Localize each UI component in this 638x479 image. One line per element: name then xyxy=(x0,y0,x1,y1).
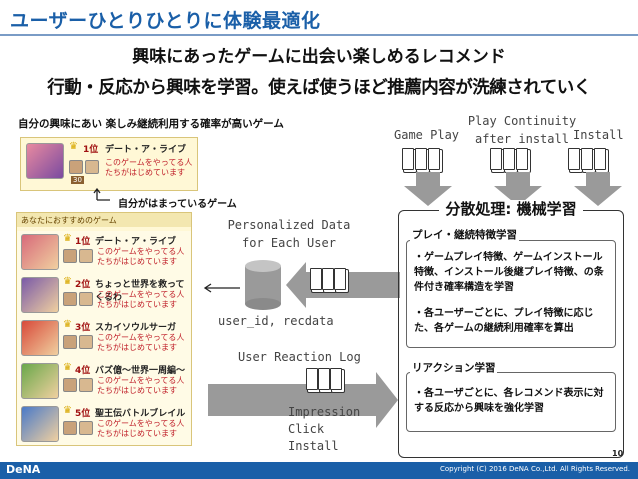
reco-list-item[interactable]: ♛5位聖王伝バトルブレイルこのゲームをやってる人たちがはじめています xyxy=(17,403,191,445)
reco-list-item[interactable]: ♛1位デート・ア・ライブこのゲームをやってる人たちがはじめています xyxy=(17,231,191,275)
headline-2: 行動・反応から興味を学習。使えば使うほど推薦内容が洗練されていく xyxy=(47,78,591,98)
reaction-learning-title: リアクション学習 xyxy=(410,360,498,375)
game-thumbnail xyxy=(21,363,59,399)
game-name: スカイソウルサーガ xyxy=(95,323,177,333)
doc-icon xyxy=(516,148,528,170)
friend-avatar xyxy=(79,378,93,392)
doc-icon xyxy=(318,368,330,390)
crown-icon: ♛ xyxy=(63,319,72,330)
friend-avatar xyxy=(85,160,99,174)
doc-icon xyxy=(503,148,515,170)
game-thumbnail xyxy=(21,277,59,313)
dena-logo: DeNA xyxy=(6,463,41,476)
count-badge: 30 xyxy=(71,176,84,184)
learning-title-text: 分散処理: 機械学習 xyxy=(439,200,583,218)
source-play-continuity: Play Continuity after install xyxy=(467,114,577,146)
game-thumbnail xyxy=(21,234,59,270)
rank-label: 4位 xyxy=(75,366,91,376)
game-name: 聖王伝バトルブレイル xyxy=(95,409,186,419)
reaction-learning-box xyxy=(406,372,616,432)
game-name: デート・ア・ライブ xyxy=(105,145,187,155)
friend-avatar xyxy=(79,249,93,263)
game-thumbnail xyxy=(26,143,64,179)
play-bullet-2: ・各ユーザーごとに、プレイ特徴に応じた、各ゲームの継続利用確率を算出 xyxy=(414,308,594,334)
game-name: デート・ア・ライブ xyxy=(95,237,177,247)
play-learning-box xyxy=(406,240,616,348)
footer-bar xyxy=(0,462,638,479)
doc-icon xyxy=(334,268,346,290)
doc-icon xyxy=(306,368,318,390)
caption-playing: 自分がはまっているゲーム xyxy=(118,199,237,210)
reco-note: このゲームをやってる人たちがはじめています xyxy=(97,419,185,438)
caption-interest: 自分の興味にあい 楽しみ継続利用する確率が高いゲーム xyxy=(18,118,284,130)
friend-avatar xyxy=(63,249,77,263)
title-rule xyxy=(0,34,638,36)
doc-icon xyxy=(310,268,322,290)
down-arrow-game-play xyxy=(404,172,452,206)
reco-list-item[interactable]: ♛3位スカイソウルサーガこのゲームをやってる人たちがはじめています xyxy=(17,317,191,361)
personalized-data-label: Personalized Data for Each User xyxy=(227,218,351,250)
game-thumbnail xyxy=(21,406,59,442)
friend-avatar xyxy=(63,335,77,349)
reaction-bullet: ・各ユーザごとに、各レコメンド表示に対する反応から興味を強化学習 xyxy=(414,388,604,414)
reco-note: このゲームをやってる人たちがはじめています xyxy=(97,290,185,309)
reaction-log-arrow xyxy=(208,372,398,428)
reco-list-item[interactable]: ♛2位ちょっと世界を救ってくるわこのゲームをやってる人たちがはじめています xyxy=(17,274,191,318)
rank-label: 2位 xyxy=(75,280,91,290)
doc-icon xyxy=(568,148,580,170)
game-name: バズ億〜世界一周編〜 xyxy=(95,366,186,376)
play-learning-title: プレイ・継続特徴学習 xyxy=(410,227,519,242)
doc-icon xyxy=(415,148,427,170)
crown-icon: ♛ xyxy=(63,362,72,373)
rank-label: 1位 xyxy=(75,237,91,247)
game-thumbnail xyxy=(21,320,59,356)
doc-icon xyxy=(402,148,414,170)
rank-label: 3位 xyxy=(75,323,91,333)
learning-title: 分散処理: 機械学習 xyxy=(398,198,624,219)
source-install: Install xyxy=(573,128,624,142)
doc-icon xyxy=(594,148,606,170)
rank-label: 1位 xyxy=(83,145,99,155)
friend-avatar xyxy=(69,160,83,174)
crown-icon: ♛ xyxy=(63,233,72,244)
panel-header: あなたにおすすめのゲーム xyxy=(17,213,191,227)
reaction-log-label: User Reaction Log xyxy=(238,350,361,364)
friend-avatar xyxy=(63,292,77,306)
reco-note: このゲームをやってる人たちがはじめています xyxy=(97,376,185,395)
rank-label: 5位 xyxy=(75,409,91,419)
db-to-panel-arrow xyxy=(203,283,240,293)
doc-icon xyxy=(330,368,342,390)
doc-icon xyxy=(322,268,334,290)
friend-avatar xyxy=(63,378,77,392)
doc-icon xyxy=(490,148,502,170)
doc-icon xyxy=(428,148,440,170)
bracket-arrow-icon xyxy=(93,188,110,201)
db-label: user_id, recdata xyxy=(218,314,334,328)
reco-note: このゲームをやってる人たちがはじめています xyxy=(97,333,185,352)
slide-title: ユーザーひとりひとりに体験最適化 xyxy=(10,10,321,32)
reco-list-item[interactable]: ♛4位バズ億〜世界一周編〜このゲームをやってる人たちがはじめています xyxy=(17,360,191,404)
headline-1: 興味にあったゲームに出会い楽しめるレコメンド xyxy=(132,47,506,67)
playing-game-card[interactable]: ♛ 1位 デート・ア・ライブ 30 このゲームをやってる人たちがはじめています xyxy=(20,137,198,191)
play-bullet-1: ・ゲームプレイ特徴、ゲームインストール特徴、インストール後継プレイ特徴、の条件付… xyxy=(414,252,604,293)
friend-avatar xyxy=(79,335,93,349)
friend-avatar xyxy=(79,292,93,306)
crown-icon: ♛ xyxy=(69,141,78,152)
crown-icon: ♛ xyxy=(63,405,72,416)
impression-label: Impression Click Install xyxy=(288,405,361,453)
recommendation-panel: あなたにおすすめのゲーム ♛1位デート・ア・ライブこのゲームをやってる人たちがは… xyxy=(16,212,192,446)
page-number: 10 xyxy=(612,449,624,458)
reco-note: このゲームをやってる人たちがはじめています xyxy=(97,247,185,266)
friend-avatar xyxy=(63,421,77,435)
game-name: ちょっと世界を救ってくるわ xyxy=(95,280,185,303)
copyright: Copyright (C) 2016 DeNA Co.,Ltd. All Rig… xyxy=(439,465,630,473)
crown-icon: ♛ xyxy=(63,276,72,287)
database-icon xyxy=(245,260,281,310)
doc-icon xyxy=(581,148,593,170)
reco-note: このゲームをやってる人たちがはじめています xyxy=(105,158,193,177)
friend-avatar xyxy=(79,421,93,435)
down-arrow-continuity xyxy=(494,172,542,206)
down-arrow-install xyxy=(574,172,622,206)
source-game-play: Game Play xyxy=(394,128,460,142)
